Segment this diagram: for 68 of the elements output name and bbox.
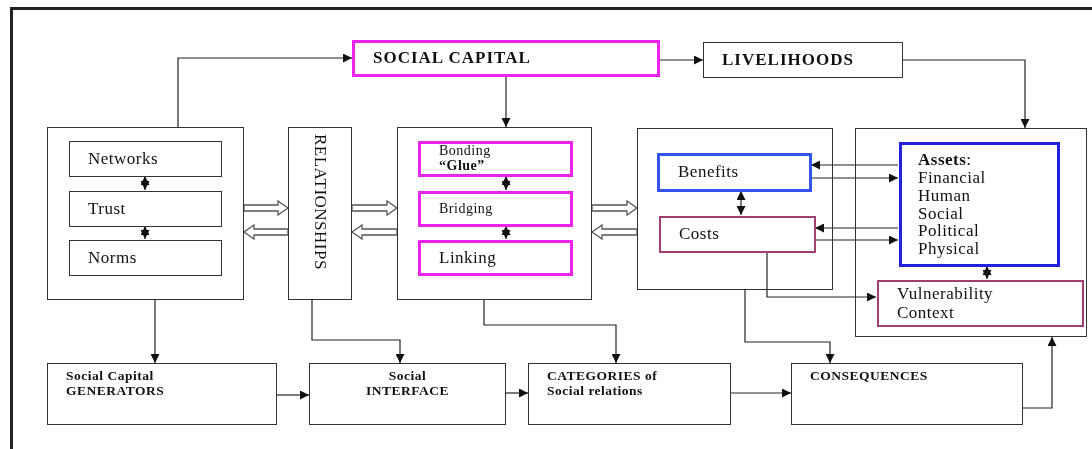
process-box [352,40,660,77]
node-label: CONSEQUENCES [810,369,928,384]
arrow [766,251,877,302]
node-label: Costs [679,225,720,244]
node-label: “Glue” [439,159,485,174]
node-label: Norms [88,248,137,268]
double-arrow [736,190,746,216]
node-label: LIVELIHOODS [722,50,854,70]
process-box [288,127,352,300]
double-arrow [501,175,511,191]
arrow [276,390,310,400]
arrow [501,76,511,128]
arrow [483,299,621,364]
arrow [814,223,899,233]
node-label: Social INTERFACE [366,369,449,399]
arrow [730,388,792,398]
process-box [47,363,277,425]
process-box [418,191,573,227]
group-box [855,128,1087,337]
hollow-arrow [242,223,289,241]
process-box [418,141,573,177]
arrow [505,388,529,398]
arrow [814,235,899,245]
arrow [311,299,405,364]
group-box [397,127,592,300]
node-label: Benefits [678,163,739,182]
arrow [1022,336,1057,409]
node-label: Trust [88,199,126,219]
group-box [47,127,244,300]
process-box [528,363,731,425]
node-label: CATEGORIES of Social relations [547,369,659,399]
arrow [744,289,835,364]
process-box [877,280,1084,327]
double-arrow [501,225,511,240]
node-label: RELATIONSHIPS [310,134,330,270]
process-box [69,240,222,276]
hollow-arrow [243,199,290,217]
arrow [902,59,1030,129]
process-box [899,142,1060,267]
process-box [791,363,1023,425]
process-box [69,191,222,227]
hollow-arrow [591,199,639,217]
node-label: Bridging [439,201,493,217]
process-box [309,363,506,425]
node-label: Assets: Financial Human Social Political Physical [918,150,986,259]
arrow [177,53,353,128]
double-arrow [140,225,150,240]
arrow [150,299,160,364]
hollow-arrow [350,223,398,241]
node-label: Bonding [439,144,491,159]
node-label: Social Capital GENERATORS [66,369,166,399]
arrow [659,55,704,65]
node-label: Networks [88,149,159,169]
arrow [810,160,899,170]
double-arrow [140,175,150,191]
node-label: Linking [439,248,497,268]
node-label: SOCIAL CAPITAL [373,49,531,68]
hollow-arrow [590,223,638,241]
process-box [418,240,573,276]
process-box [657,153,812,192]
group-box [637,128,833,290]
hollow-arrow [351,199,399,217]
process-box [659,216,816,253]
node-label: Vulnerability Context [897,284,994,323]
arrow [810,173,899,183]
process-box [703,42,903,78]
double-arrow [982,265,992,280]
process-box [69,141,222,177]
